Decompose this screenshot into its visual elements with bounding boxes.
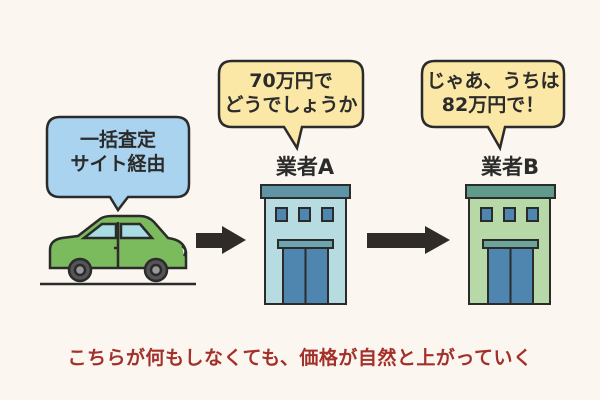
car-icon bbox=[40, 214, 196, 286]
bubble-line: 82万円で！ bbox=[441, 93, 545, 116]
dealer-b-bubble-text: じゃあ、うちは 82万円で！ bbox=[422, 70, 564, 118]
arrow-right-icon bbox=[367, 226, 450, 254]
dealer-a-label: 業者A bbox=[275, 155, 335, 179]
dealer-b-building-icon bbox=[465, 184, 556, 305]
dealer-b-label: 業者B bbox=[480, 155, 539, 179]
dealer-b-speech-bubble bbox=[420, 59, 566, 152]
bubble-line: どうでしょうか bbox=[224, 93, 358, 116]
bubble-line: 70万円で bbox=[249, 70, 333, 92]
dealer-a-building-icon bbox=[260, 184, 351, 305]
dealer-a-speech-bubble bbox=[217, 59, 365, 152]
site-speech-bubble bbox=[45, 115, 191, 213]
dealer-a-bubble-text: 70万円で どうでしょうか bbox=[219, 70, 363, 118]
bubble-line: 一括査定 bbox=[79, 129, 156, 151]
arrow-right-icon bbox=[196, 226, 246, 254]
bubble-line: じゃあ、うちは bbox=[426, 70, 560, 92]
site-bubble-text: 一括査定 サイト経由 bbox=[47, 129, 189, 177]
caption: こちらが何もしなくても、価格が自然と上がっていく bbox=[67, 347, 533, 369]
bubble-line: サイト経由 bbox=[70, 152, 166, 175]
